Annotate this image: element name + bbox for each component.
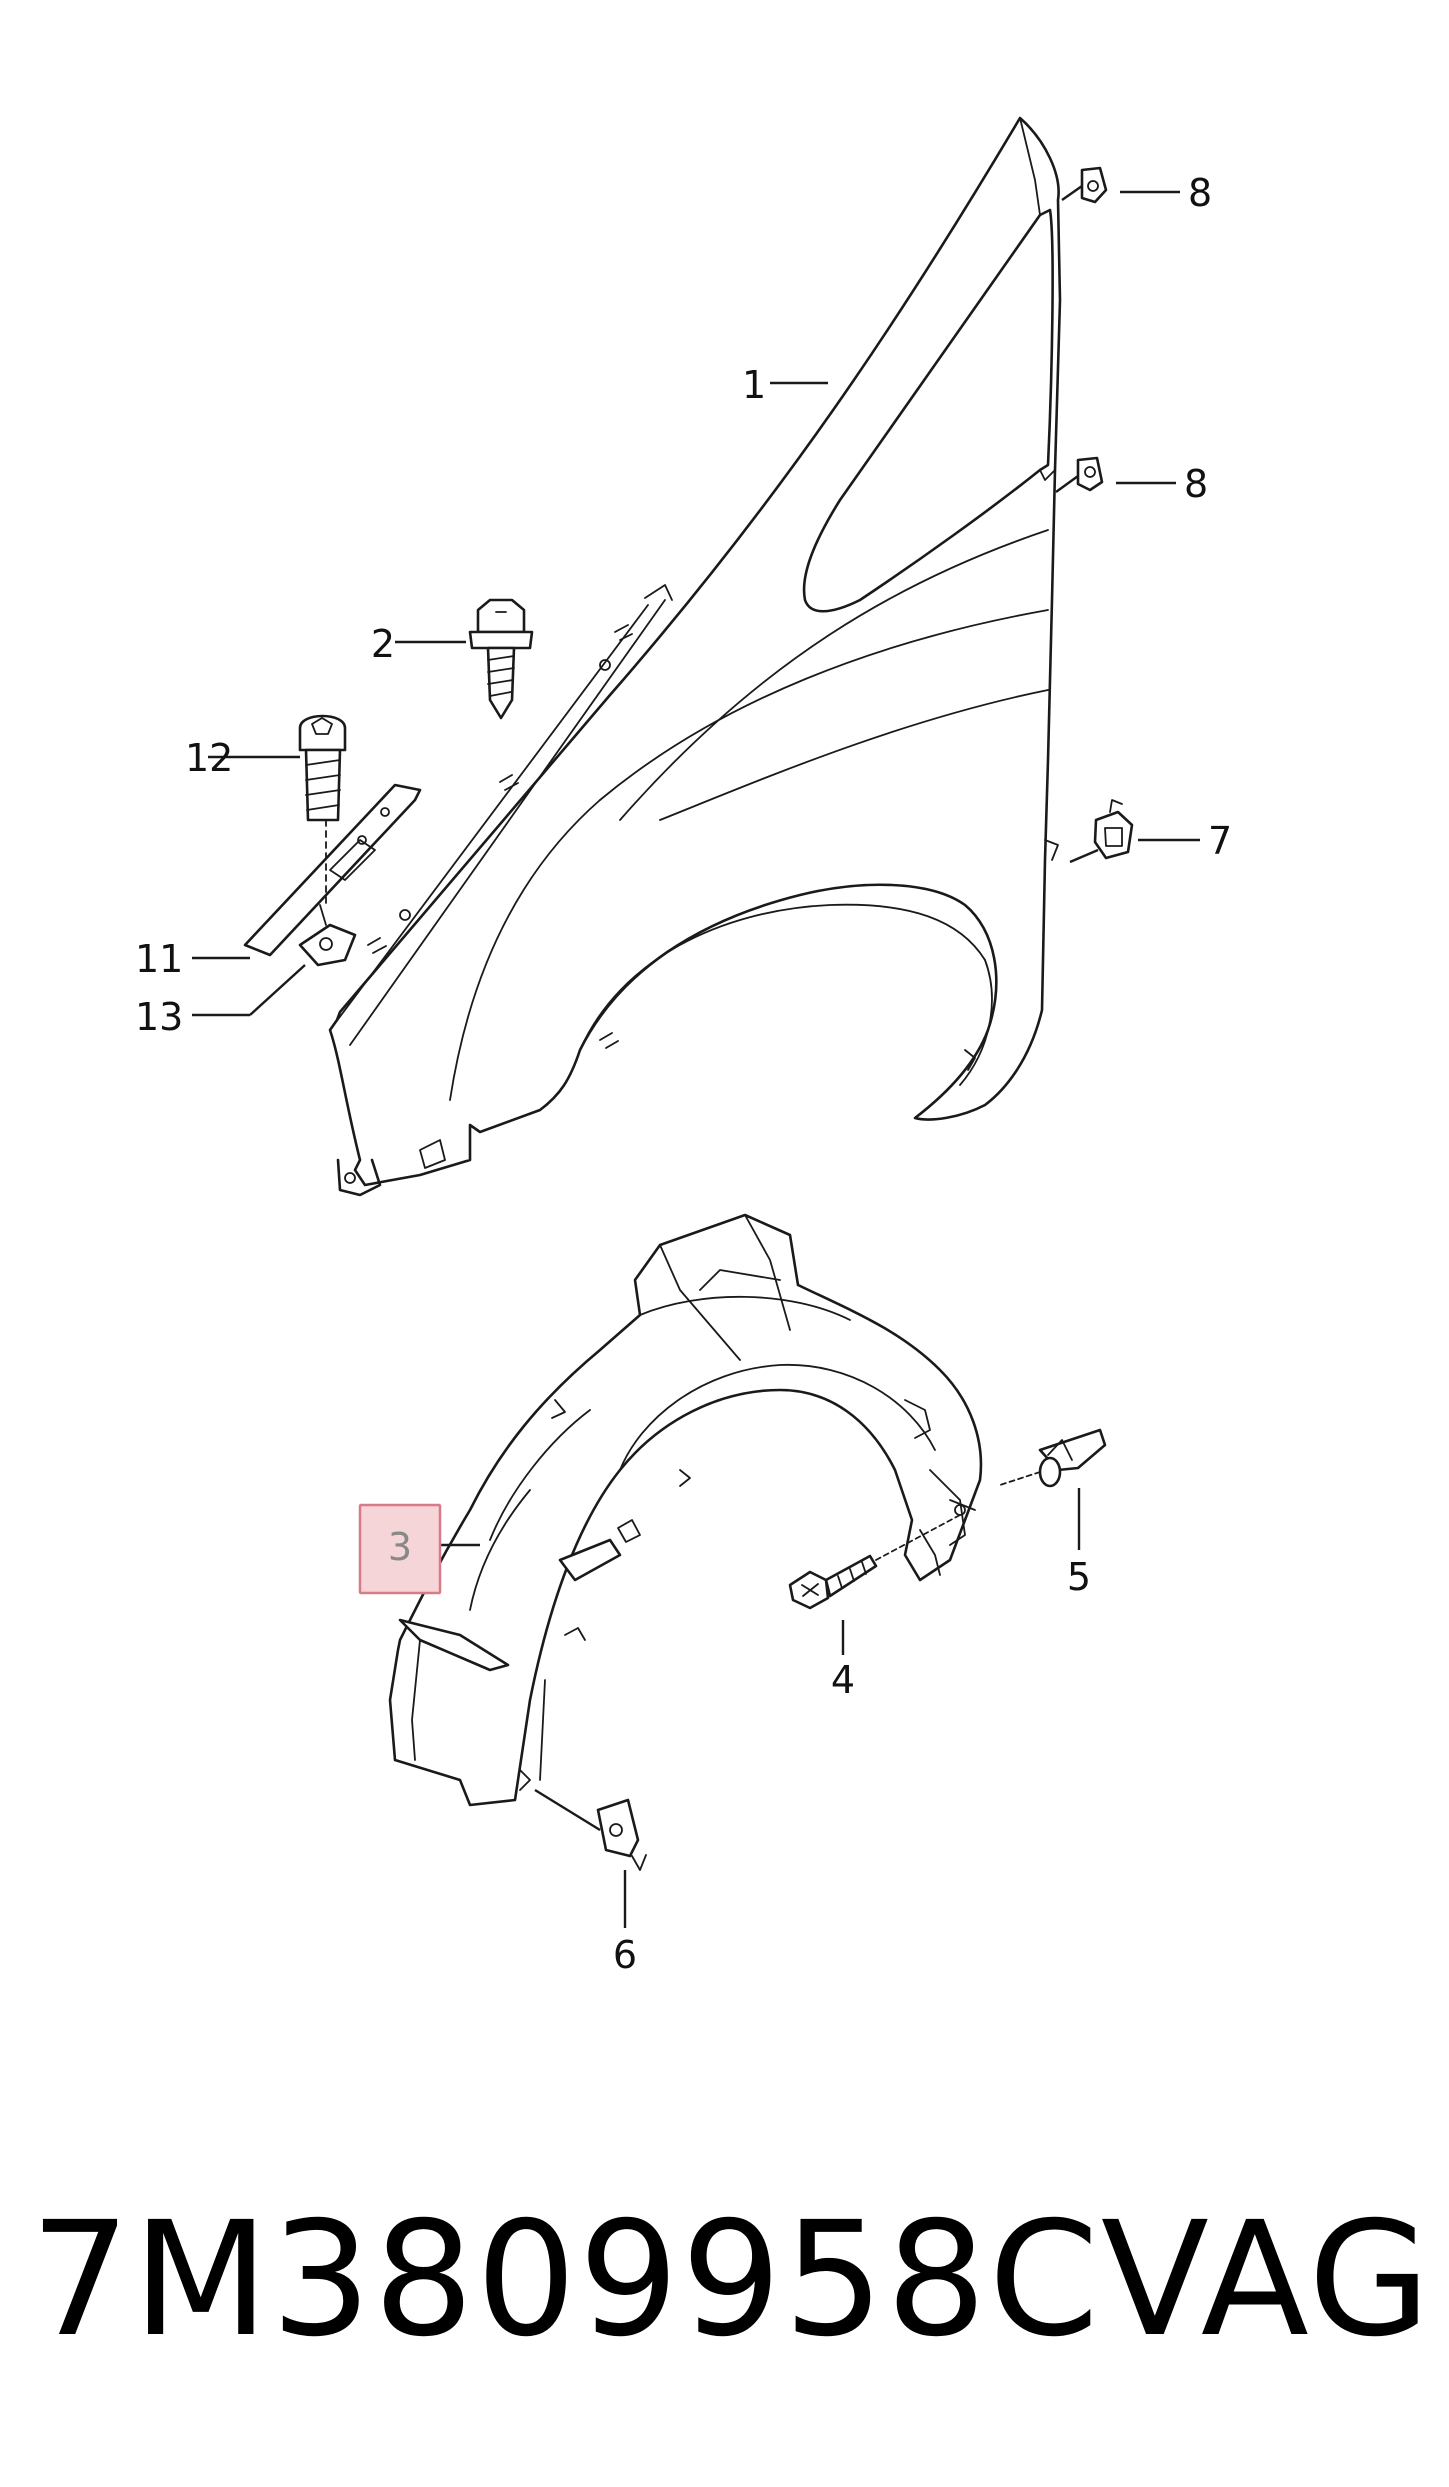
fender-panel	[328, 116, 1062, 1197]
callout-2: 2	[371, 622, 395, 666]
callout-5: 5	[1067, 1555, 1091, 1599]
part-footer: 7M3809958C VAG	[30, 2180, 1433, 2380]
clip-part-6	[596, 1798, 647, 1871]
wheel-arch-liner	[388, 1213, 983, 1807]
callout-7: 7	[1208, 819, 1232, 863]
clip-nut-part-13	[298, 819, 357, 967]
highlight-box-3	[358, 1503, 442, 1595]
callout-6: 6	[613, 1933, 637, 1977]
callout-11: 11	[135, 937, 183, 981]
clip-part-5	[999, 1428, 1107, 1488]
screw-part-4	[788, 1514, 961, 1610]
callout-1: 1	[742, 363, 766, 407]
clip-nut-lower	[1076, 456, 1104, 492]
parts-diagram: 1 2 12 11 13 8 8 7 3 4 5 6	[135, 116, 1232, 1977]
callout-8-lower: 8	[1184, 462, 1208, 506]
brand-name: VAG	[1100, 2188, 1433, 2372]
callout-13: 13	[135, 995, 183, 1039]
callout-12: 12	[185, 736, 233, 780]
callout-4: 4	[831, 1658, 855, 1702]
clip-part-7	[1093, 799, 1134, 860]
bolt-part-12	[298, 714, 347, 822]
part-number: 7M3809958C	[30, 2188, 1101, 2372]
bracket-part-11	[243, 783, 422, 957]
callout-8-upper: 8	[1188, 171, 1212, 215]
callout-3: 3	[388, 1525, 412, 1569]
bolt-part-2	[468, 598, 534, 720]
leader-lines	[192, 185, 1200, 1928]
clip-nut-upper	[1080, 166, 1108, 204]
